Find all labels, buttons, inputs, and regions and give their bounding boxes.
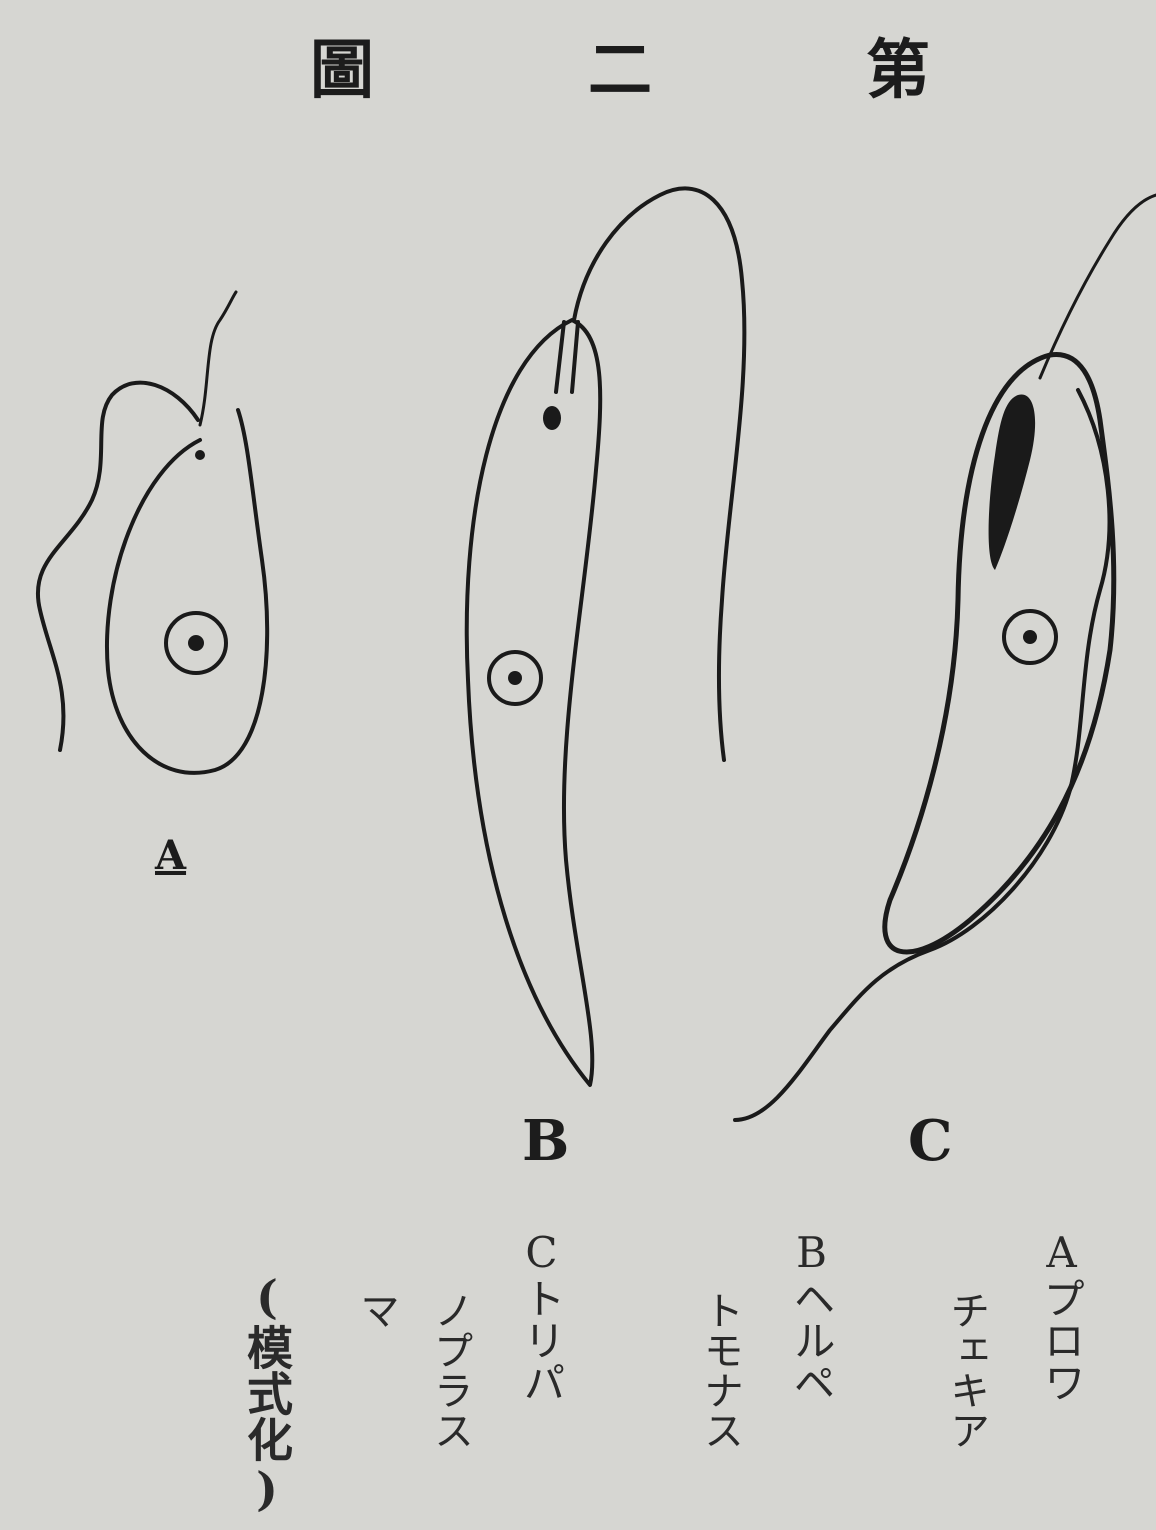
cell-a-flagellum-free xyxy=(200,292,236,425)
cell-c-kinetoplast xyxy=(989,394,1036,570)
cell-c-undulating-membrane xyxy=(735,390,1109,1120)
protozoa-diagram xyxy=(0,0,1156,1468)
caption-c-line1: Cトリパ xyxy=(520,1228,562,1468)
caption-a-line1: Aプロワ xyxy=(1040,1228,1082,1468)
cell-a-blepharoplast xyxy=(195,450,205,460)
cell-b-body xyxy=(467,320,600,1085)
panel-label-a: A xyxy=(155,832,186,879)
cell-c-free-flagellum xyxy=(1040,195,1156,378)
cell-c xyxy=(735,195,1156,1120)
cell-b-flagellum-root xyxy=(556,322,578,392)
cell-b-flagellum xyxy=(574,188,744,760)
cell-b-karyosome xyxy=(508,671,522,685)
cell-c-karyosome xyxy=(1023,630,1037,644)
cell-a xyxy=(38,292,267,773)
cell-b xyxy=(467,188,745,1085)
panel-label-c: C xyxy=(908,1108,953,1174)
caption-a-line2: チェキア xyxy=(946,1290,986,1530)
caption-b-line2: トモナス xyxy=(700,1290,740,1530)
caption-c-line3: マ xyxy=(356,1290,396,1530)
caption-note: (模式化) xyxy=(244,1270,290,1510)
caption-b-line1: Bヘルペ xyxy=(790,1228,832,1468)
cell-b-blepharoplast xyxy=(543,406,561,430)
cell-a-karyosome xyxy=(188,635,204,651)
cell-a-body xyxy=(107,410,267,773)
panel-label-b: B xyxy=(522,1108,569,1174)
caption-c-line2: ノプラス xyxy=(430,1290,470,1530)
